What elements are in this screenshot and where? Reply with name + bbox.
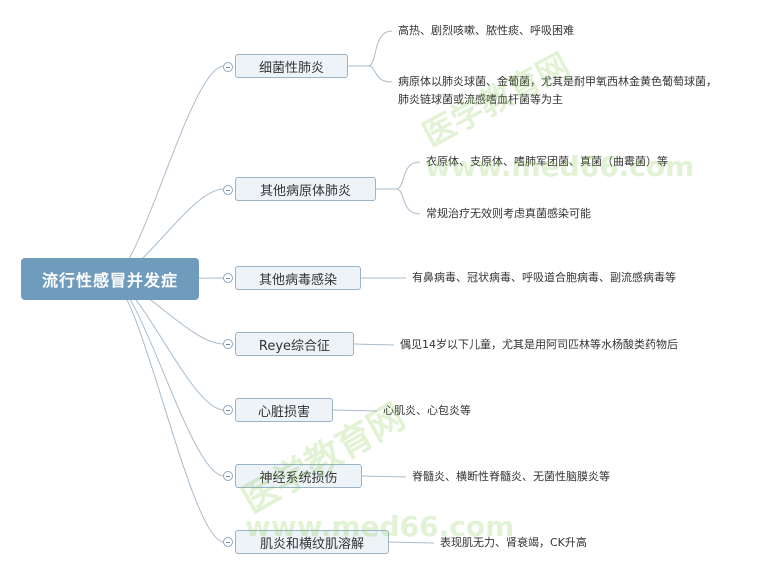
branch-leaf-connector <box>361 475 407 478</box>
branch-leaf-connector <box>353 343 395 346</box>
root-branch-connector <box>109 278 225 477</box>
root-branch-connector <box>109 278 225 543</box>
leaf-text: 脊髓炎、横断性脊髓炎、无菌性脑膜炎等 <box>412 470 610 483</box>
leaf-text: 肺炎链球菌或流感嗜血杆菌等为主 <box>398 93 563 106</box>
branch-label: 细菌性肺炎 <box>258 60 324 76</box>
branch-node-myositis-rhabdomyolysis[interactable]: 肌炎和横纹肌溶解 <box>235 530 389 554</box>
leaf-text: 偶见14岁以下儿童，尤其是用阿司匹林等水杨酸类药物后 <box>400 338 678 351</box>
branch-node-other-viral-infection[interactable]: 其他病毒感染 <box>235 266 361 290</box>
branch-node-cardiac-damage[interactable]: 心脏损害 <box>235 398 333 422</box>
root-node[interactable]: 流行性感冒并发症 <box>21 258 199 300</box>
branch-label: 心脏损害 <box>257 404 310 420</box>
branch-leaf-connector <box>332 409 378 412</box>
leaf-text: 心肌炎、心包炎等 <box>383 404 471 417</box>
collapse-toggle-icon[interactable] <box>223 273 233 283</box>
collapse-toggle-icon[interactable] <box>223 185 233 195</box>
leaf-text: 表现肌无力、肾衰竭，CK升高 <box>440 536 587 549</box>
leaf-text: 衣原体、支原体、嗜肺军团菌、真菌（曲霉菌）等 <box>426 155 668 168</box>
collapse-toggle-icon[interactable] <box>223 339 233 349</box>
root-title: 流行性感冒并发症 <box>41 271 178 290</box>
branch-label: Reye综合征 <box>258 338 331 354</box>
branch-leaf-connector <box>348 65 393 83</box>
branch-label: 神经系统损伤 <box>259 470 338 486</box>
branch-leaf-connector <box>376 161 421 190</box>
leaf-text: 有鼻病毒、冠状病毒、呼吸道合胞病毒、副流感病毒等 <box>412 271 676 284</box>
branch-label: 其他病原体肺炎 <box>259 183 351 199</box>
branch-node-reye-syndrome[interactable]: Reye综合征 <box>235 332 354 356</box>
leaf-text: 高热、剧烈咳嗽、脓性痰、呼吸困难 <box>398 24 574 37</box>
collapse-toggle-icon[interactable] <box>223 471 233 481</box>
collapse-toggle-icon[interactable] <box>223 62 233 72</box>
collapse-toggle-icon[interactable] <box>223 537 233 547</box>
branch-node-bacterial-pneumonia[interactable]: 细菌性肺炎 <box>235 54 348 78</box>
leaf-text: 常规治疗无效则考虑真菌感染可能 <box>426 207 591 220</box>
leaf-text: 病原体以肺炎球菌、金葡菌，尤其是耐甲氧西林金黄色葡萄球菌， <box>398 75 717 88</box>
branch-leaf-connector <box>348 30 393 67</box>
collapse-toggle-icon[interactable] <box>223 405 233 415</box>
branch-leaf-connector <box>388 541 435 544</box>
branch-node-other-pathogen-pneumonia[interactable]: 其他病原体肺炎 <box>235 177 376 201</box>
branch-leaf-connector <box>376 188 421 215</box>
branch-label: 其他病毒感染 <box>258 272 337 288</box>
root-branch-connector <box>109 65 225 280</box>
branch-label: 肌炎和横纹肌溶解 <box>259 536 364 552</box>
branch-node-neurological-damage[interactable]: 神经系统损伤 <box>235 464 362 488</box>
